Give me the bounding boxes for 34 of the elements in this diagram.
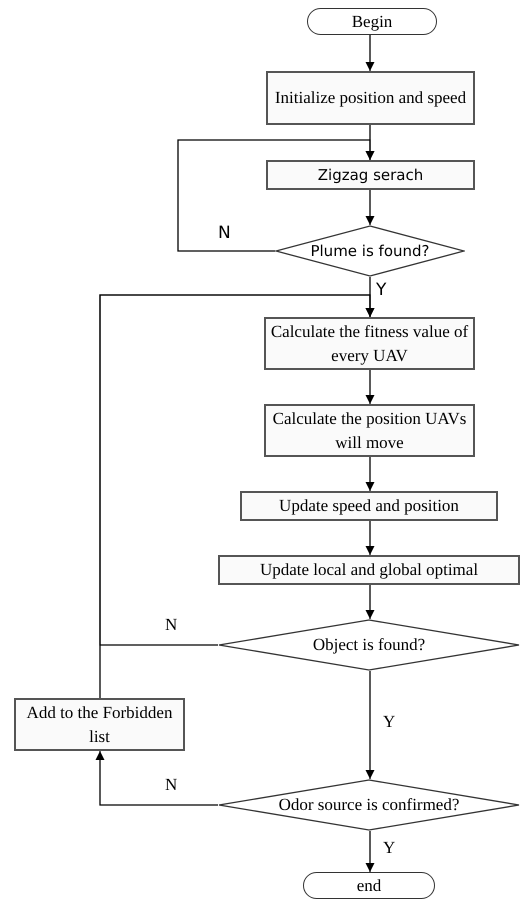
node-text: Object is found? [312, 634, 426, 656]
process-box [240, 491, 498, 521]
node-text: Add to the Forbidden list [26, 702, 174, 748]
arrow [365, 831, 375, 872]
process-box [218, 555, 520, 585]
node-text: Odor source is confirmed? [278, 794, 460, 816]
arrow [365, 585, 375, 619]
node-text: Calculate the fitness value of every UAV [270, 320, 470, 367]
arrow [365, 521, 375, 555]
process-box [14, 698, 185, 751]
arrow [177, 139, 375, 252]
terminal-shape [307, 8, 437, 35]
arrow [365, 671, 375, 779]
node-text: end [356, 874, 382, 896]
decision-diamond [275, 225, 465, 277]
terminal-shape [303, 872, 435, 899]
arrow [95, 751, 218, 806]
node-text: Update local and global optimal [260, 559, 478, 581]
process-box [266, 160, 475, 190]
node-text: Calculate the position UAVs will move [272, 408, 468, 454]
node-text: Begin [352, 10, 392, 33]
arrow [365, 370, 375, 404]
decision-diamond [218, 779, 520, 831]
node-text: Update speed and position [279, 495, 459, 517]
process-box [264, 404, 475, 457]
node-text: Plume is found? [310, 241, 430, 262]
decision-diamond [218, 619, 520, 671]
process-box [266, 71, 475, 125]
arrow [365, 35, 375, 71]
node-text: Initialize position and speed [274, 87, 466, 109]
node-text: Zigzag serach [318, 165, 424, 186]
arrow [365, 457, 375, 491]
process-box [264, 317, 475, 370]
arrow [365, 190, 375, 225]
